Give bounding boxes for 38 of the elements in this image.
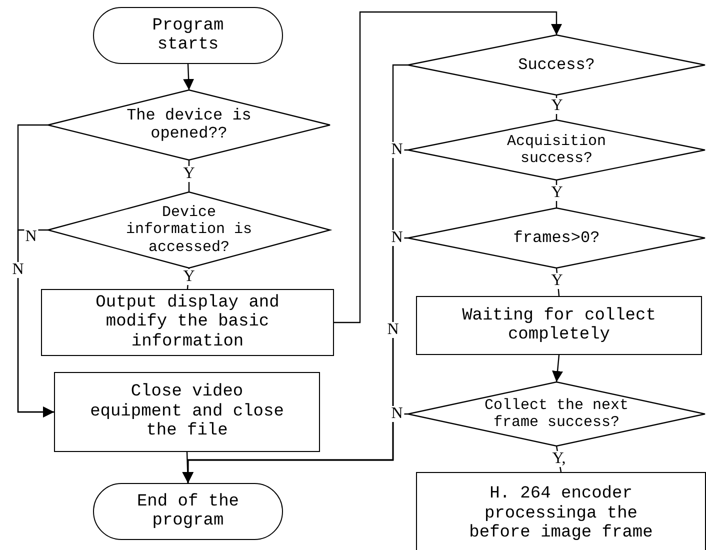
edge-label: Y bbox=[182, 269, 196, 285]
process-box bbox=[416, 472, 706, 550]
node-text: The device is opened?? bbox=[126, 106, 252, 144]
decision-diamond bbox=[408, 382, 705, 446]
edge-label: N bbox=[390, 142, 404, 158]
edge-label: Y, bbox=[551, 451, 567, 467]
decision-diamond bbox=[408, 120, 705, 180]
process-box bbox=[416, 296, 702, 355]
node-text: Output display and modify the basic information bbox=[94, 293, 280, 352]
decision-diamond bbox=[48, 192, 330, 268]
node-text: Program starts bbox=[151, 16, 225, 56]
node-text: H. 264 encoder processinga the before image frame bbox=[468, 484, 654, 544]
arrow bbox=[183, 64, 194, 90]
edge-label: N bbox=[390, 230, 404, 246]
process-box bbox=[54, 372, 320, 452]
arrow bbox=[552, 354, 563, 382]
decision-diamond bbox=[408, 208, 705, 268]
edge-label: Y bbox=[182, 166, 196, 182]
edge-label: Y bbox=[550, 185, 564, 201]
node-text: End of the program bbox=[136, 492, 240, 532]
arrow bbox=[17, 229, 54, 418]
node-text: Success? bbox=[517, 56, 596, 74]
decision-diamond bbox=[408, 35, 705, 95]
arrow bbox=[182, 413, 408, 483]
node-text: Acquisition success? bbox=[506, 132, 608, 168]
node-text: Device information is accessed? bbox=[124, 204, 254, 256]
edge-label: Y bbox=[550, 98, 564, 114]
edge-label: Y bbox=[550, 273, 564, 289]
edge-label: N bbox=[11, 262, 25, 278]
edge-label: N bbox=[386, 322, 400, 338]
node-text: Waiting for collect completely bbox=[461, 306, 657, 346]
process-box bbox=[41, 289, 334, 356]
arrow bbox=[334, 11, 562, 324]
node-text: Collect the next frame success? bbox=[483, 396, 630, 432]
node-text: Close video equipment and close the file bbox=[89, 382, 285, 442]
edge-label: N bbox=[390, 406, 404, 422]
decision-diamond bbox=[48, 90, 330, 160]
node-text: frames>0? bbox=[512, 228, 601, 248]
